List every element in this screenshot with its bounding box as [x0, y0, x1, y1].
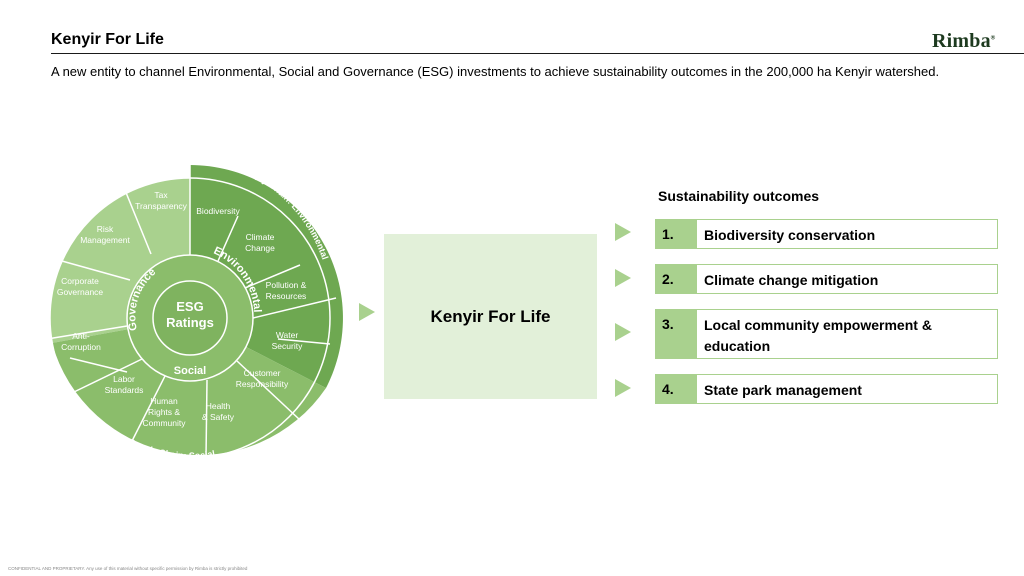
segment-labor-line1: Labor — [113, 374, 135, 384]
registered-mark: ® — [990, 35, 996, 42]
header-divider — [51, 53, 1024, 54]
segment-tax-line2: Transparency — [135, 201, 187, 211]
arrow-outcome-3 — [615, 323, 631, 341]
outcomes-heading: Sustainability outcomes — [658, 188, 820, 204]
center-label-line2: Ratings — [166, 315, 214, 330]
center-disc — [152, 280, 228, 356]
segment-human-line1: Human — [150, 396, 178, 406]
segment-dividers — [40, 165, 337, 459]
outcome-label: Local community empowerment & education — [704, 317, 932, 354]
confidentiality-footer: CONFIDENTIAL AND PROPRIETARY. Any use of… — [8, 566, 248, 571]
outcome-item-2: 2. Climate change mitigation — [655, 264, 998, 294]
segment-corporate-line2: Governance — [57, 287, 104, 297]
segment-corporate-line1: Corporate — [61, 276, 99, 286]
arrow-outcome-4 — [615, 379, 631, 397]
arrow-outcome-2 — [615, 269, 631, 287]
outcome-item-4: 4. State park management — [655, 374, 998, 404]
segment-water-line2: Security — [272, 341, 303, 351]
segment-climate-line2: Change — [245, 243, 275, 253]
segment-tax-line1: Tax — [154, 190, 168, 200]
outcome-item-1: 1. Biodiversity conservation — [655, 219, 998, 249]
segment-anti-line1: Anti- — [72, 331, 90, 341]
arrow-outcome-1 — [615, 223, 631, 241]
outcome-item-3: 3. Local community empowerment & educati… — [655, 309, 998, 359]
outcome-number: 4. — [656, 375, 697, 403]
outcome-number: 2. — [656, 265, 697, 293]
segment-risk-line2: Management — [80, 235, 130, 245]
segment-pollution-line1: Pollution & — [266, 280, 307, 290]
segment-health-line1: Health — [206, 401, 231, 411]
segment-risk-line1: Risk — [97, 224, 114, 234]
entity-label: Kenyir For Life — [430, 306, 551, 326]
outcome-label: Biodiversity conservation — [704, 227, 876, 243]
page-title: Kenyir For Life — [51, 31, 164, 48]
segment-climate-line1: Climate — [246, 232, 275, 242]
segment-customer-line2: Responsibility — [236, 379, 289, 389]
center-label-line1: ESG — [176, 299, 203, 314]
rimba-logo: Rimba® — [932, 30, 995, 53]
segment-social-outer — [52, 318, 326, 456]
arrow-wheel-to-entity — [359, 303, 375, 321]
segment-biodiversity: Biodiversity — [196, 206, 240, 216]
segment-labor-line2: Standards — [105, 385, 144, 395]
segment-anti-line2: Corruption — [61, 342, 101, 352]
segment-pollution-line2: Resources — [266, 291, 307, 301]
outcome-number: 3. — [656, 310, 697, 358]
segment-customer-line1: Customer — [244, 368, 281, 378]
outcome-label: Climate change mitigation — [704, 272, 879, 288]
segment-health-line2: & Safety — [202, 412, 235, 422]
pillar-social: Social — [174, 365, 206, 377]
segment-human-line3: Community — [143, 418, 187, 428]
esg-wheel: ESG Ratings Environmental Governance Soc… — [40, 163, 343, 461]
segment-human-line2: Rights & — [148, 407, 180, 417]
logo-text: Rimba — [932, 30, 991, 52]
outcome-number: 1. — [656, 220, 697, 248]
segment-water-line1: Water — [276, 330, 299, 340]
outcome-label: State park management — [704, 382, 862, 398]
page-subtitle: A new entity to channel Environmental, S… — [51, 64, 940, 79]
entity-box: Kenyir For Life — [384, 234, 597, 399]
